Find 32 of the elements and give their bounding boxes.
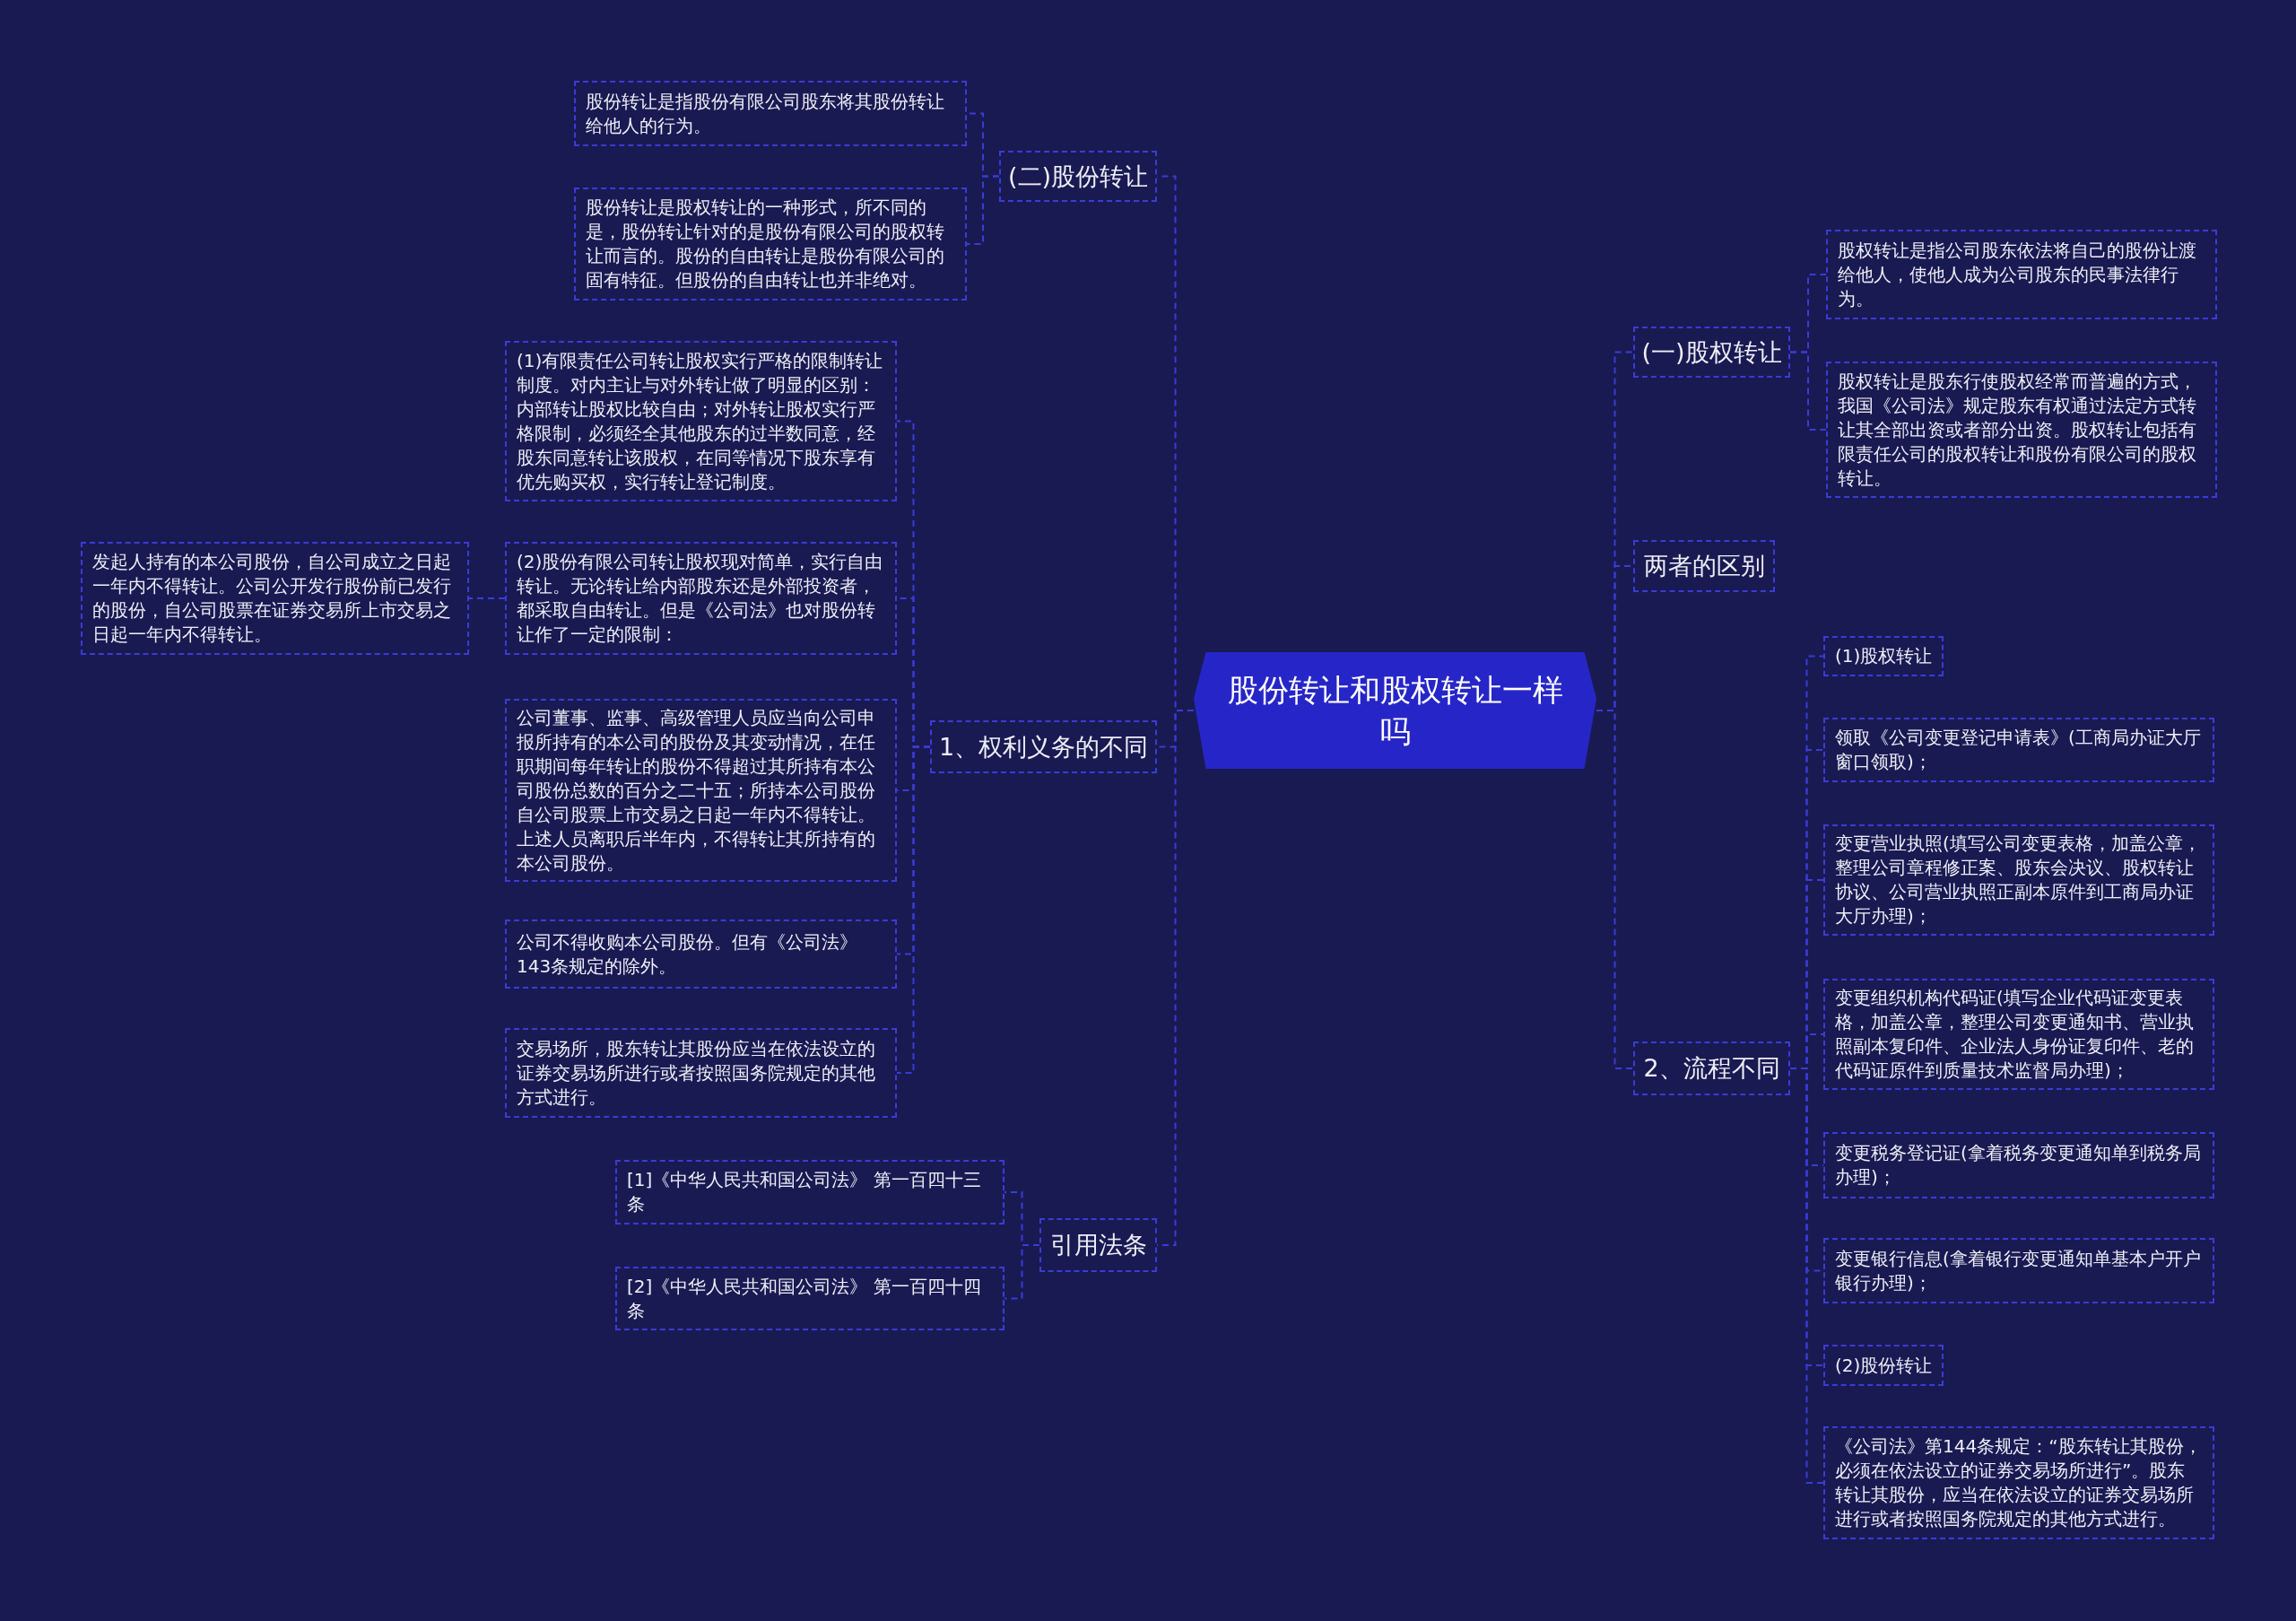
note-box: 公司董事、监事、高级管理人员应当向公司申报所持有的本公司的股份及其变动情况，在任职期间每年转让的股份不得超过其所持有本公司股份总数的百分之二十五；所持本公司股份自公司股票上市交易之日起一年内不得转让。上述人员离职后半年内，不得转让其所持有的本公司股份。 xyxy=(505,699,897,882)
note-box: [2]《中华人民共和国公司法》 第一百四十四条 xyxy=(615,1267,1004,1330)
note-box: 变更银行信息(拿着银行变更通知单基本户开户银行办理)； xyxy=(1823,1238,2214,1303)
topic-box: (二)股份转让 xyxy=(999,151,1157,202)
connector-line xyxy=(1789,1068,1824,1484)
note-box: 公司不得收购本公司股份。但有《公司法》143条规定的除外。 xyxy=(505,919,897,989)
note-box: 变更税务登记证(拿着税务变更通知单到税务局办理)； xyxy=(1823,1132,2214,1198)
topic-box: 2、流程不同 xyxy=(1633,1041,1790,1095)
note-box: 发起人持有的本公司股份，自公司成立之日起一年内不得转让。公司公开发行股份前已发行的股份，自公司股票在证券交易所上市交易之日起一年内不得转让。 xyxy=(81,542,469,655)
note-box: 领取《公司变更登记申请表》(工商局办证大厅窗口领取)； xyxy=(1823,718,2214,782)
connector-line xyxy=(1789,351,1827,431)
note-box: (2)股份转让 xyxy=(1823,1345,1944,1386)
central-topic: 股份转让和股权转让一样吗 xyxy=(1194,652,1596,769)
note-box: 股份转让是股权转让的一种形式，所不同的是，股份转让针对的是股份有限公司的股权转让而言的。股份的自由转让是股份有限公司的固有特征。但股份的自由转让也并非绝对。 xyxy=(574,187,967,301)
topic-box: (一)股权转让 xyxy=(1633,327,1790,378)
connector-line xyxy=(468,597,506,599)
note-box: 股份转让是指股份有限公司股东将其股份转让给他人的行为。 xyxy=(574,81,967,146)
note-box: 股权转让是股东行使股权经常而普遍的方式，我国《公司法》规定股东有权通过法定方式转让其全部出资或者部分出资。股权转让包括有限责任公司的股权转让和股份有限公司的股权转让。 xyxy=(1826,362,2217,498)
note-box: 《公司法》第144条规定：“股东转让其股份，必须在依法设立的证券交易场所进行”。股东转让其股份，应当在依法设立的证券交易场所进行或者按照国务院规定的其他方式进行。 xyxy=(1823,1426,2214,1539)
note-box: 变更组织机构代码证(填写企业代码证变更表格，加盖公章，整理公司变更通知书、营业执照副本复印件、企业法人身份证复印件、老的代码证原件到质量技术监督局办理)； xyxy=(1823,979,2214,1090)
note-box: (2)股份有限公司转让股权现对简单，实行自由转让。无论转让给内部股东还是外部投资者，都采取自由转让。但是《公司法》也对股份转让作了一定的限制： xyxy=(505,542,897,655)
note-box: 股权转让是指公司股东依法将自己的股份让渡给他人，使他人成为公司股东的民事法律行为。 xyxy=(1826,230,2217,319)
connector-line xyxy=(1004,1244,1040,1300)
note-box: (1)有限责任公司转让股权实行严格的限制转让制度。对内主让与对外转让做了明显的区别：内部转让股权比较自由；对外转让股权实行严格限制，必须经全其他股东的过半数同意，经股东同意转让该股权，在同等情况下股东享有优先购买权，实行转让登记制度。 xyxy=(505,341,897,501)
note-box: 交易场所，股东转让其股份应当在依法设立的证券交易场所进行或者按照国务院规定的其他方式进行。 xyxy=(505,1028,897,1118)
note-box: 变更营业执照(填写公司变更表格，加盖公章，整理公司章程修正案、股东会决议、股权转让协议、公司营业执照正副本原件到工商局办证大厅办理)； xyxy=(1823,824,2214,936)
topic-box: 引用法条 xyxy=(1039,1218,1157,1272)
note-box: (1)股权转让 xyxy=(1823,636,1944,676)
topic-box: 两者的区别 xyxy=(1633,540,1775,592)
connector-line xyxy=(966,175,1000,245)
topic-box: 1、权利义务的不同 xyxy=(930,720,1157,773)
note-box: [1]《中华人民共和国公司法》 第一百四十三条 xyxy=(615,1160,1004,1224)
